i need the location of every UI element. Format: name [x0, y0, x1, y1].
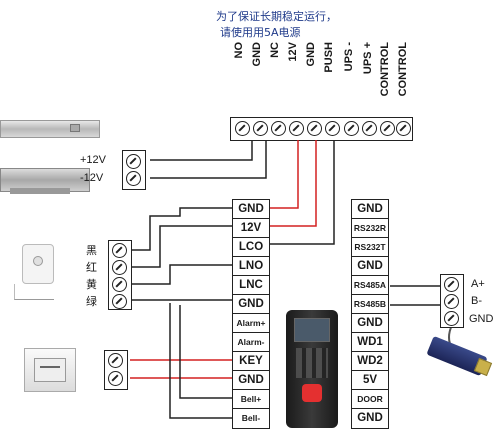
terminal-alarm-minus: Alarm- [233, 333, 269, 352]
terminal-gnd: GND [233, 295, 269, 314]
screw-icon [112, 294, 127, 309]
terminal-screen [294, 318, 330, 342]
wire-bell-plus [179, 305, 233, 399]
terminal-bell-minus: Bell- [241, 413, 261, 423]
wire-lock-minus [150, 140, 267, 179]
bolt-lock-image [0, 120, 100, 138]
terminal-rs232t: RS232T [352, 238, 388, 257]
terminal-gnd: GND [352, 314, 388, 333]
terminal-key: KEY [233, 352, 269, 371]
rs485-label-b: B- [471, 295, 482, 307]
screw-icon [108, 353, 123, 368]
right-terminal-block: GND RS232R RS232T GND RS485A RS485B GND … [351, 199, 389, 429]
wire-bell-minus [169, 303, 233, 419]
screw-icon [108, 371, 123, 386]
terminal-gnd: GND [352, 200, 388, 219]
wire-button-3 [130, 264, 233, 285]
exit-button-face [34, 358, 66, 382]
terminal-alarm-plus: Alarm+ [233, 314, 269, 333]
screw-icon [362, 121, 377, 136]
terminal-bell-plus: Bell+ [233, 390, 269, 409]
color-label-yellow: 黄 [86, 278, 97, 291]
doorbell-button-icon [33, 256, 43, 266]
terminal-wd1: WD1 [352, 333, 388, 352]
doorbell-wires [14, 284, 54, 300]
screw-icon [112, 277, 127, 292]
keypad-icon [296, 348, 328, 378]
screw-icon [444, 294, 459, 309]
wire-12v [270, 140, 299, 209]
rs485-label-gnd: GND [469, 313, 494, 325]
lock-plus-label: +12V [80, 154, 106, 166]
wire-button-2 [130, 225, 233, 268]
terminal-lco: LCO [233, 238, 269, 257]
rs485-label-a: A+ [471, 278, 485, 290]
screw-icon [325, 121, 340, 136]
left-terminal-block: GND 12V LCO LNO LNC GND Alarm+ Alarm- KE… [232, 199, 270, 429]
terminal-lnc: LNC [233, 276, 269, 295]
screw-icon [271, 121, 286, 136]
screw-icon [396, 121, 411, 136]
terminal-wd2: WD2 [352, 352, 388, 371]
terminal-12v: 12V [233, 219, 269, 238]
terminal-lno: LNO [233, 257, 269, 276]
color-label-red: 红 [86, 261, 97, 274]
terminal-door: DOOR [352, 390, 388, 409]
screw-icon [444, 277, 459, 292]
screw-icon [444, 311, 459, 326]
screw-icon [112, 260, 127, 275]
terminal-rs485a: RS485A [352, 276, 388, 295]
magnetic-lock-plate [10, 188, 70, 194]
wire-lock-plus [150, 140, 253, 161]
terminal-gnd: GND [357, 412, 383, 424]
screw-icon [126, 154, 141, 169]
lock-minus-label: -12V [80, 172, 104, 184]
fingerprint-sensor-icon [302, 384, 322, 402]
terminal-gnd: GND [352, 257, 388, 276]
screw-icon [253, 121, 268, 136]
screw-icon [235, 121, 250, 136]
screw-icon [289, 121, 304, 136]
screw-icon [344, 121, 359, 136]
screw-icon [112, 243, 127, 258]
bolt-lock-latch [70, 124, 80, 132]
screw-icon [307, 121, 322, 136]
terminal-gnd: GND [233, 200, 269, 219]
wire-ups [270, 140, 335, 245]
screw-icon [126, 171, 141, 186]
key-icon [40, 366, 60, 374]
terminal-rs485b: RS485B [352, 295, 388, 314]
note-line-2: 请使用用5A电源 [220, 26, 301, 39]
screw-icon [380, 121, 395, 136]
color-label-green: 绿 [86, 295, 97, 308]
color-label-black: 黑 [86, 244, 97, 257]
wire-push [270, 140, 317, 227]
terminal-gnd: GND [233, 371, 269, 390]
terminal-rs232r: RS232R [352, 219, 388, 238]
note-line-1: 为了保证长期稳定运行， [216, 10, 337, 23]
wire-button-1 [130, 207, 233, 251]
terminal-5v: 5V [352, 371, 388, 390]
